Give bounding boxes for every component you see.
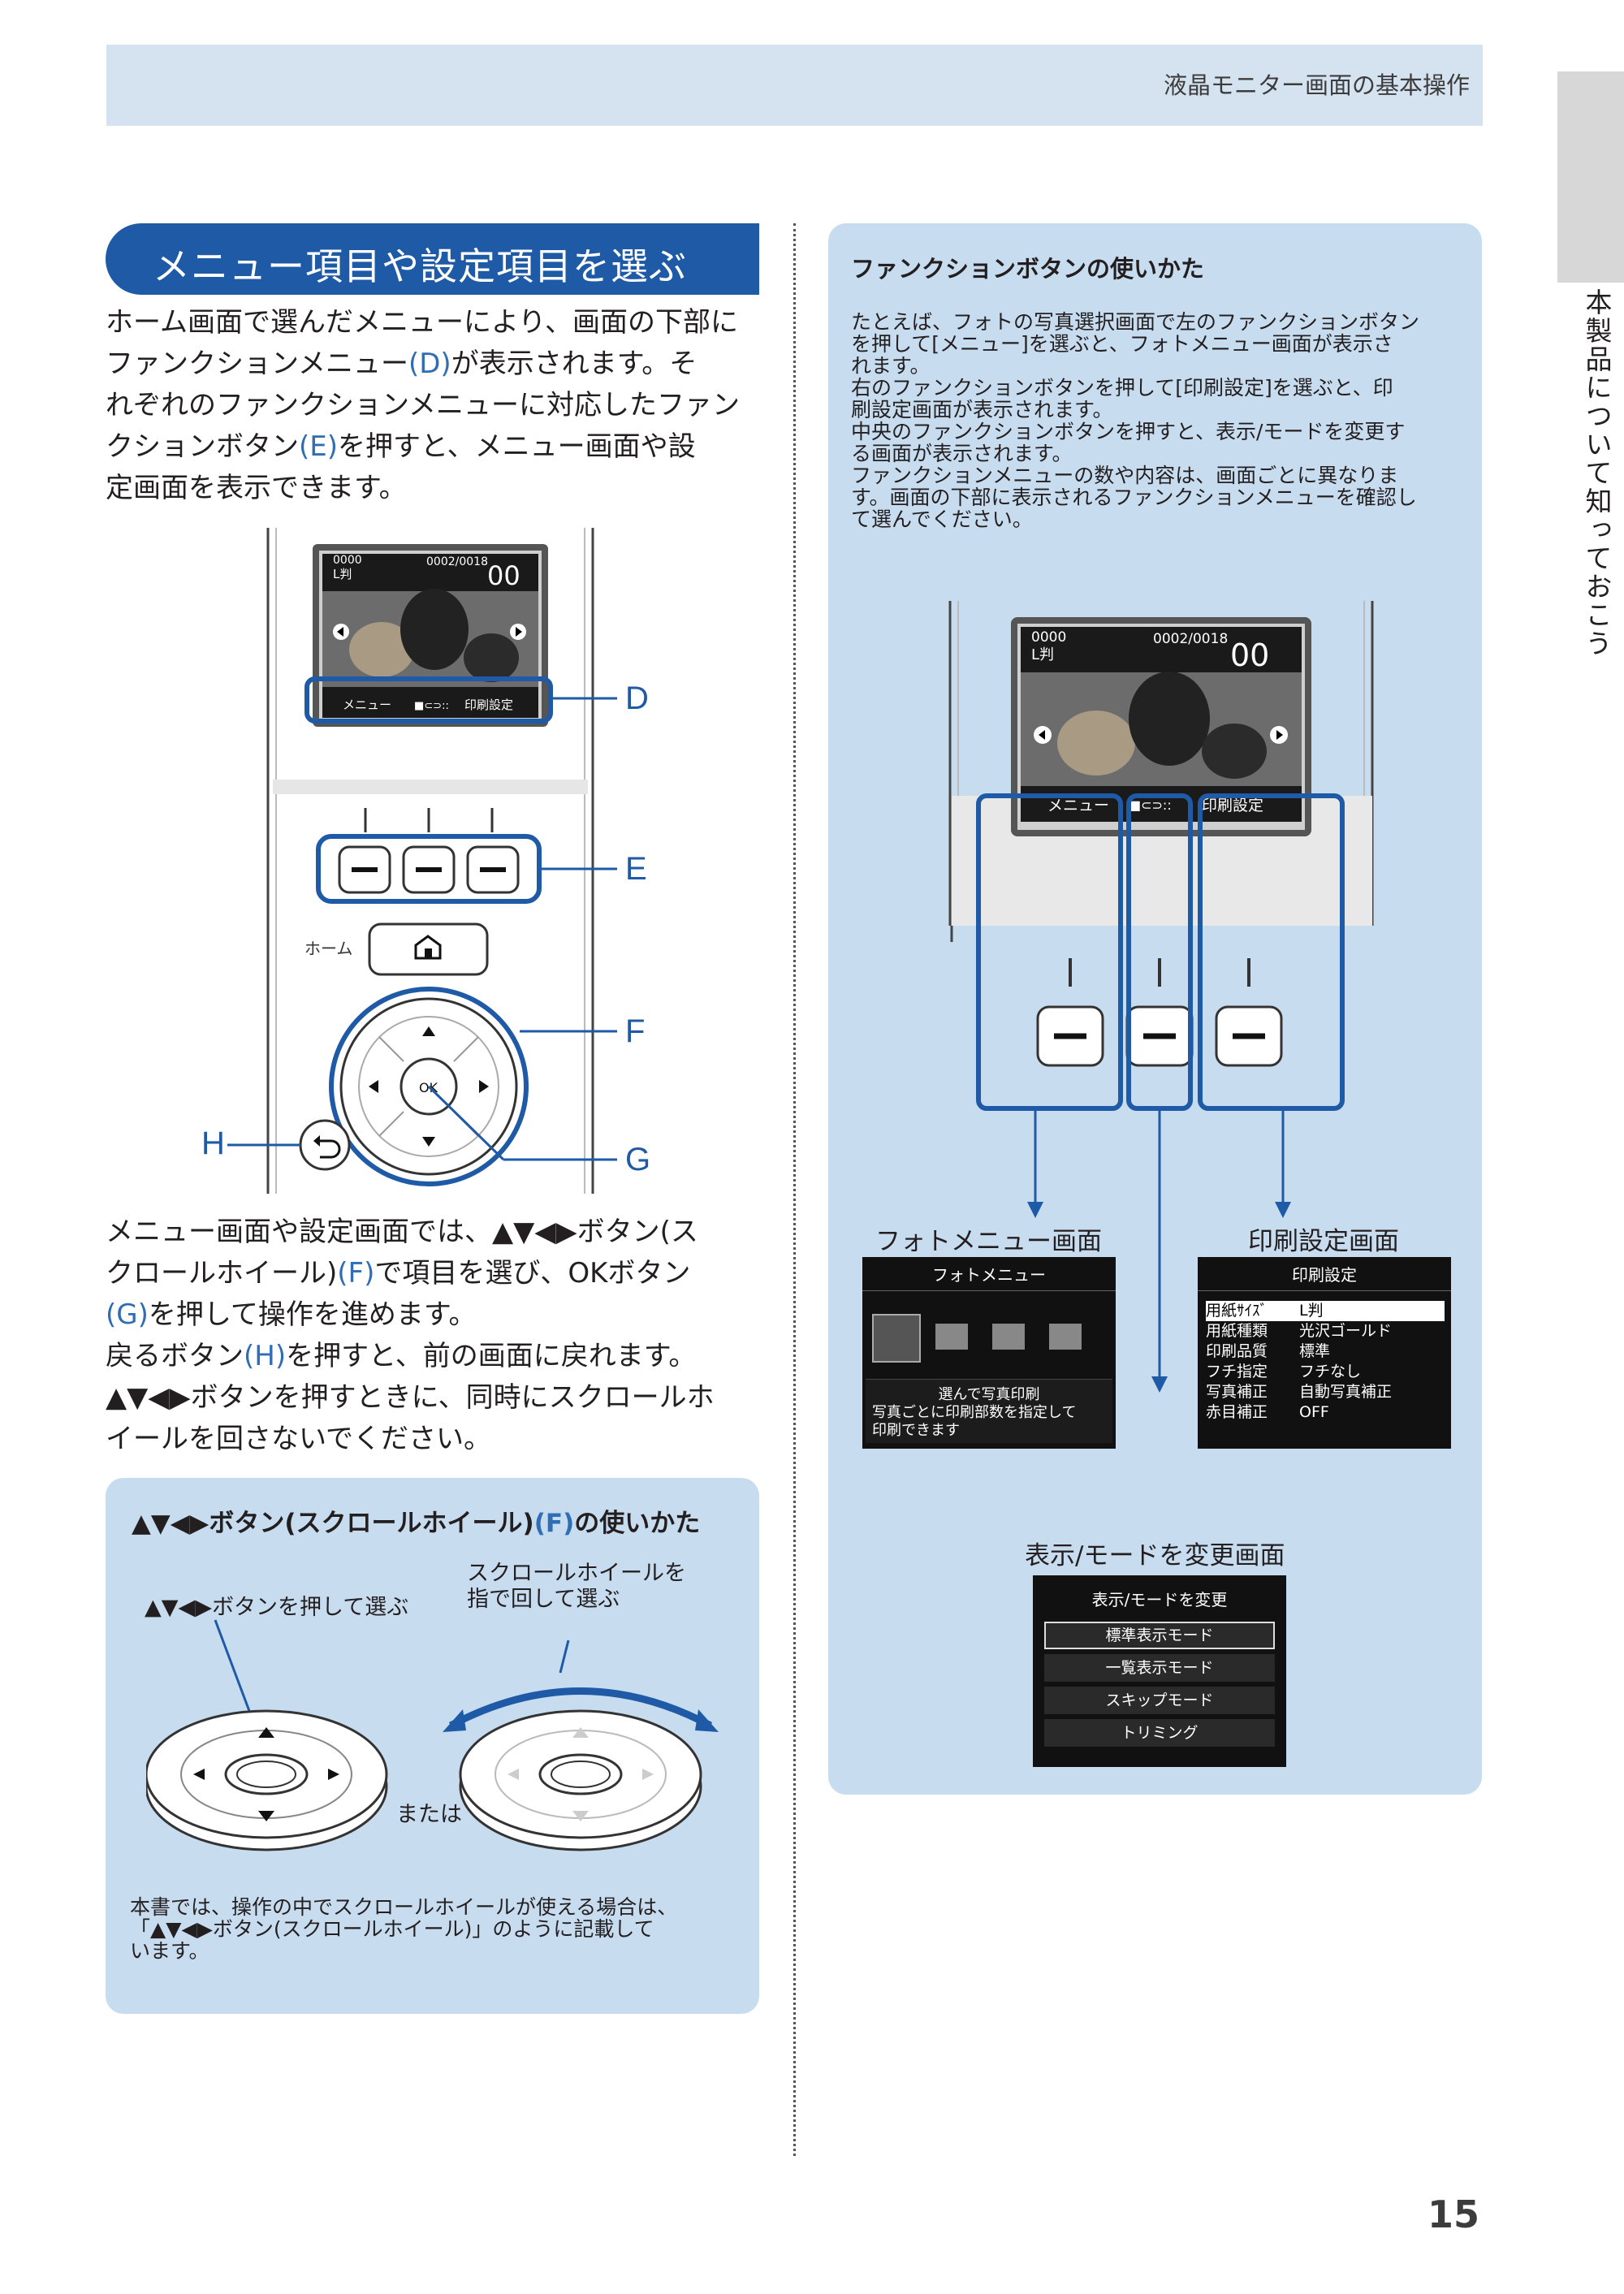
- intro-line: クションボタン(E)を押すと、メニュー画面や設: [106, 430, 696, 463]
- wheel-diagram: [146, 1619, 719, 1851]
- section-title: メニュー項目や設定項目を選ぶ: [153, 244, 687, 288]
- label-d: D: [625, 680, 649, 716]
- or-label: または: [396, 1802, 462, 1827]
- label-e: E: [625, 851, 647, 887]
- lcd-count: 0000: [333, 554, 362, 567]
- function-panel-text: たとえば、フォトの写真選択画面で左のファンクションボタン を押して[メニュー]を…: [851, 310, 1420, 531]
- page-number: 15: [1427, 2192, 1479, 2236]
- photo-menu-sub: 選んで写真印刷: [938, 1386, 1040, 1403]
- intro-line: 定画面を表示できます。: [106, 472, 407, 504]
- home-label: ホーム: [304, 939, 352, 958]
- function-button-illustration: 0000 L判 0002/0018 00 メニュー ■⊂⊃:: 印刷設定: [948, 601, 1374, 1393]
- display-mode-item[interactable]: スキップモード: [1044, 1687, 1275, 1714]
- print-setting-row[interactable]: 用紙種類光沢ゴールド: [1206, 1322, 1393, 1340]
- intro-line: ファンクションメニュー(D)が表示されます。そ: [106, 348, 698, 380]
- print-settings-caption: 印刷設定画面: [1248, 1227, 1399, 1256]
- wheel-panel-title: ▲▼◀▶ボタン(スクロールホイール)(F)の使いかた: [132, 1509, 701, 1538]
- lcd2-fn-center: ■⊂⊃::: [1129, 797, 1172, 813]
- lcd-paper: L判: [333, 567, 352, 581]
- lcd2-count: 0000: [1031, 629, 1066, 646]
- column-divider: [793, 223, 796, 2156]
- push-label: ▲▼◀▶ボタンを押して選ぶ: [145, 1595, 409, 1620]
- side-tab: [1557, 71, 1624, 283]
- lcd2-fn-left: メニュー: [1047, 797, 1109, 814]
- instr-line: ▲▼◀▶ボタンを押すときに、同時にスクロールホ: [106, 1381, 715, 1414]
- instr-line: (G)を押して操作を進めます。: [106, 1298, 477, 1331]
- photo-menu-icons: [862, 1291, 1116, 1379]
- lcd-fn-left: メニュー: [343, 698, 391, 712]
- print-setting-row[interactable]: 印刷品質標準: [1206, 1342, 1331, 1360]
- side-tab-label: 本製品について知っておこう: [1581, 288, 1613, 658]
- section-title-pill: [106, 223, 759, 295]
- instructions-paragraph: メニュー画面や設定画面では、▲▼◀▶ボタン(ス クロールホイール)(F)で項目を…: [106, 1212, 771, 1460]
- photo-icon: [992, 1324, 1025, 1350]
- function-panel-title: ファンクションボタンの使いかた: [851, 255, 1205, 283]
- lcd-copies: 00: [487, 560, 520, 591]
- photo-menu-caption: フォトメニュー画面: [875, 1227, 1102, 1256]
- photo-icon: [935, 1324, 968, 1350]
- lcd2-paper: L判: [1031, 646, 1054, 663]
- display-mode-item[interactable]: トリミング: [1044, 1719, 1275, 1747]
- lcd2-frame: 0002/0018: [1153, 631, 1228, 647]
- label-f: F: [625, 1013, 646, 1049]
- instr-line: イールを回さないでください。: [106, 1423, 491, 1455]
- wheel-note: 本書では、操作の中でスクロールホイールが使える場合は、 「▲▼◀▶ボタン(スクロ…: [130, 1895, 678, 1963]
- label-g: G: [625, 1142, 651, 1177]
- lcd-fn-right: 印刷設定: [464, 698, 513, 712]
- lcd2-copies: 00: [1230, 637, 1269, 673]
- display-mode-title: 表示/モードを変更: [1091, 1590, 1228, 1609]
- photo-icon: [1049, 1324, 1082, 1350]
- header-band: [106, 45, 1483, 126]
- photo-menu-desc: 写真ごとに印刷部数を指定して 印刷できます: [872, 1404, 1077, 1439]
- lcd-frame: 0002/0018: [426, 555, 488, 568]
- print-settings-title: 印刷設定: [1198, 1257, 1451, 1291]
- photo-menu-screen: フォトメニュー 選んで写真印刷 写真ごとに印刷部数を指定して 印刷できます: [862, 1257, 1116, 1449]
- photo-icon-selected: [872, 1314, 921, 1363]
- display-mode-caption: 表示/モードを変更画面: [1025, 1541, 1285, 1570]
- display-mode-items: 標準表示モード一覧表示モードスキップモードトリミング: [1033, 1618, 1286, 1755]
- lcd-fn-center: ■⊂⊃::: [414, 700, 449, 712]
- lcd2-fn-right: 印刷設定: [1202, 797, 1263, 814]
- instr-line: メニュー画面や設定画面では、▲▼◀▶ボタン(ス: [106, 1216, 698, 1248]
- print-setting-row[interactable]: 写真補正自動写真補正: [1206, 1383, 1393, 1401]
- photo-menu-title: フォトメニュー: [862, 1257, 1116, 1291]
- instr-line: 戻るボタン(H)を押すと、前の画面に戻れます。: [106, 1340, 697, 1372]
- print-setting-row[interactable]: フチ指定フチなし: [1206, 1363, 1362, 1380]
- display-mode-item[interactable]: 標準表示モード: [1044, 1622, 1275, 1649]
- label-h: H: [201, 1125, 225, 1161]
- operation-panel-illustration: 0000 L判 0002/0018 00 メニュー ■⊂⊃:: 印刷設定 ホーム…: [227, 528, 617, 1194]
- header-title: 液晶モニター画面の基本操作: [1163, 71, 1470, 99]
- intro-line: れぞれのファンクションメニューに対応したファン: [106, 389, 740, 421]
- display-mode-item[interactable]: 一覧表示モード: [1044, 1654, 1275, 1682]
- instr-line: クロールホイール)(F)で項目を選び、OKボタン: [106, 1257, 691, 1290]
- intro-line: ホーム画面で選んだメニューにより、画面の下部に: [106, 306, 738, 339]
- display-mode-screen: 表示/モードを変更 標準表示モード一覧表示モードスキップモードトリミング: [1033, 1575, 1286, 1767]
- scroll-label: スクロールホイールを 指で回して選ぶ: [467, 1561, 686, 1612]
- intro-paragraph: ホーム画面で選んだメニューにより、画面の下部に ファンクションメニュー(D)が表…: [106, 302, 771, 509]
